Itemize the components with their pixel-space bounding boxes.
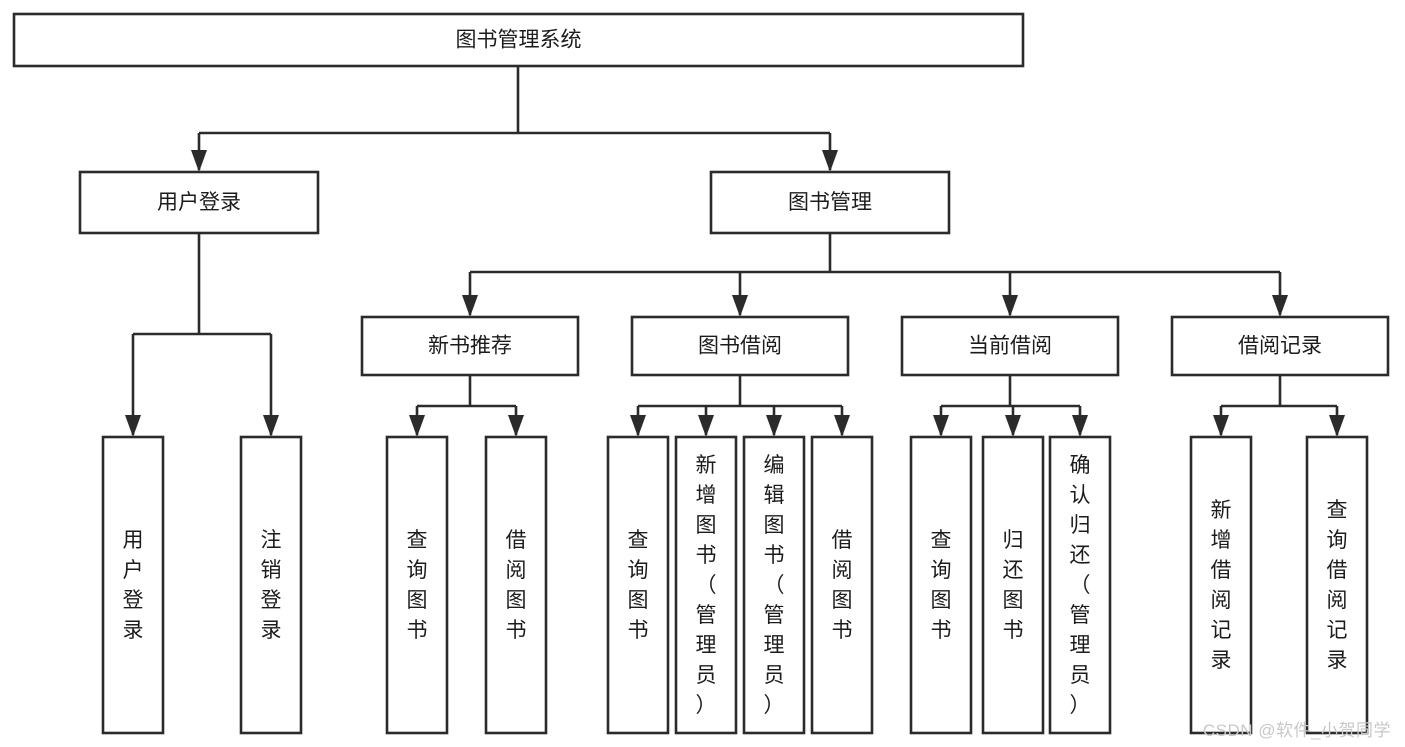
node-box	[484, 435, 548, 735]
node-label: 查询图书	[407, 529, 428, 642]
arrow-drop	[732, 272, 748, 317]
node-label: 查询图书	[931, 529, 952, 642]
arrow-drop	[1072, 406, 1088, 437]
connector-root-bus	[199, 66, 830, 135]
level2-node-用户登录[interactable]: 用户登录	[78, 170, 320, 235]
node-box	[101, 435, 165, 735]
arrow-drop	[834, 406, 850, 437]
arrow-drop	[766, 406, 782, 437]
arrow-drop	[698, 406, 714, 437]
leaf-node-编辑图书管理员[interactable]: 编辑图书（管理员）	[742, 435, 806, 735]
node-box	[900, 315, 1120, 377]
arrow-drop	[462, 272, 478, 317]
node-label: 确认归还（管理员）	[1070, 454, 1091, 717]
leaf-node-归还图书[interactable]: 归还图书	[981, 435, 1045, 735]
level3-node-新书推荐[interactable]: 新书推荐	[360, 315, 580, 377]
leaf-node-注销登录[interactable]: 注销登录	[239, 435, 303, 735]
node-box	[909, 435, 973, 735]
arrow-drop	[1329, 406, 1345, 437]
leaf-node-查询图书[interactable]: 查询图书	[909, 435, 973, 735]
arrow-drop	[1002, 272, 1018, 317]
node-label: 用户登录	[157, 191, 241, 214]
arrow-drop	[508, 406, 524, 437]
leaf-node-查询借阅记录[interactable]: 查询借阅记录	[1305, 435, 1369, 735]
node-label: 借阅图书	[832, 529, 853, 642]
arrow-drop	[191, 133, 207, 172]
node-label: 注销登录	[261, 529, 282, 642]
node-label: 新增借阅记录	[1211, 499, 1232, 672]
node-label: 编辑图书（管理员）	[764, 454, 785, 717]
arrow-drop	[1005, 406, 1021, 437]
leaf-node-用户登录[interactable]: 用户登录	[101, 435, 165, 735]
node-box	[981, 435, 1045, 735]
node-box	[360, 315, 580, 377]
node-label: 查询图书	[628, 529, 649, 642]
node-box	[606, 435, 670, 735]
connector-current-bus	[941, 375, 1080, 408]
node-box	[709, 170, 951, 235]
leaf-node-借阅图书[interactable]: 借阅图书	[810, 435, 874, 735]
node-box	[78, 170, 320, 235]
level3-node-图书借阅[interactable]: 图书借阅	[630, 315, 850, 377]
arrow-drop	[263, 334, 279, 437]
node-layer: 图书管理系统用户登录图书管理新书推荐图书借阅当前借阅借阅记录用户登录注销登录查询…	[12, 12, 1390, 735]
root-node-图书管理系统[interactable]: 图书管理系统	[12, 12, 1025, 68]
leaf-node-确认归还管理员[interactable]: 确认归还（管理员）	[1048, 435, 1112, 735]
node-box	[674, 435, 738, 735]
node-label: 新书推荐	[428, 335, 512, 358]
connector-record-bus	[1221, 375, 1337, 408]
arrow-drop	[822, 133, 838, 172]
node-box	[1189, 435, 1253, 735]
node-label: 借阅图书	[506, 529, 527, 642]
leaf-node-新增借阅记录[interactable]: 新增借阅记录	[1189, 435, 1253, 735]
arrow-drop	[1213, 406, 1229, 437]
connector-new-book-bus	[417, 375, 516, 408]
leaf-node-新增图书管理员[interactable]: 新增图书（管理员）	[674, 435, 738, 735]
connector-book-manage-bus	[470, 233, 1280, 274]
node-box	[1048, 435, 1112, 735]
node-box	[239, 435, 303, 735]
arrow-drop	[933, 406, 949, 437]
connector-user-login-bus	[133, 233, 271, 336]
leaf-node-查询图书[interactable]: 查询图书	[606, 435, 670, 735]
node-label: 借阅记录	[1238, 335, 1322, 358]
arrow-drop	[409, 406, 425, 437]
node-label: 图书管理系统	[456, 29, 582, 52]
node-label: 用户登录	[123, 529, 144, 642]
node-label: 图书管理	[788, 191, 872, 214]
node-box	[630, 315, 850, 377]
node-box	[385, 435, 449, 735]
node-label: 查询借阅记录	[1327, 499, 1348, 672]
arrow-drop	[1272, 272, 1288, 317]
node-label: 归还图书	[1003, 529, 1024, 642]
connector-borrow-bus	[638, 375, 842, 408]
csdn-watermark: CSDN @软件_小贺同学	[1202, 721, 1391, 740]
arrow-drop	[125, 334, 141, 437]
node-box	[742, 435, 806, 735]
node-label: 当前借阅	[968, 335, 1052, 358]
arrow-drop	[630, 406, 646, 437]
node-box	[1170, 315, 1390, 377]
level3-node-借阅记录[interactable]: 借阅记录	[1170, 315, 1390, 377]
node-label: 图书借阅	[698, 335, 782, 358]
level3-node-当前借阅[interactable]: 当前借阅	[900, 315, 1120, 377]
leaf-node-查询图书[interactable]: 查询图书	[385, 435, 449, 735]
node-box	[1305, 435, 1369, 735]
node-label: 新增图书（管理员）	[696, 454, 717, 717]
node-box	[810, 435, 874, 735]
level2-node-图书管理[interactable]: 图书管理	[709, 170, 951, 235]
leaf-node-借阅图书[interactable]: 借阅图书	[484, 435, 548, 735]
connector-layer	[125, 66, 1345, 437]
node-box	[12, 12, 1025, 68]
